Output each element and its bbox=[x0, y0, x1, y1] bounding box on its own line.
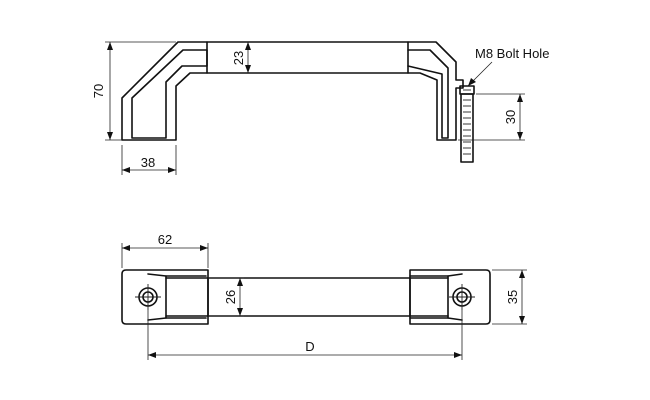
side-view-outer-outline bbox=[121, 41, 464, 141]
dimension-d: D bbox=[147, 310, 463, 360]
side-view: 70 23 38 30 bbox=[91, 41, 549, 175]
dimension-23: 23 bbox=[231, 42, 251, 73]
dimension-38: 38 bbox=[121, 145, 177, 175]
bolt-hole-callout: M8 Bolt Hole bbox=[467, 46, 549, 87]
dimension-23-label: 23 bbox=[231, 51, 246, 65]
side-view-inner-outline bbox=[131, 49, 208, 139]
dimension-70: 70 bbox=[91, 41, 176, 141]
dimension-30: 30 bbox=[458, 93, 525, 141]
right-bolt-hole bbox=[449, 284, 475, 310]
dimension-35: 35 bbox=[492, 269, 527, 325]
dimension-35-label: 35 bbox=[505, 290, 520, 304]
top-view: 62 26 35 D bbox=[121, 232, 527, 360]
dimension-62: 62 bbox=[121, 232, 209, 268]
bolt-hole-callout-label: M8 Bolt Hole bbox=[475, 46, 549, 61]
dimension-30-label: 30 bbox=[503, 110, 518, 124]
dimension-d-label: D bbox=[305, 339, 314, 354]
m8-bolt bbox=[459, 85, 475, 163]
top-view-right-end bbox=[409, 269, 491, 325]
dimension-70-label: 70 bbox=[91, 84, 106, 98]
dimension-26: 26 bbox=[208, 277, 244, 317]
side-view-right-inner bbox=[407, 49, 449, 139]
dimension-26-label: 26 bbox=[223, 290, 238, 304]
dimension-62-label: 62 bbox=[158, 232, 172, 247]
dimension-38-label: 38 bbox=[141, 155, 155, 170]
top-view-left-end bbox=[121, 269, 209, 325]
left-bolt-hole bbox=[135, 284, 161, 310]
